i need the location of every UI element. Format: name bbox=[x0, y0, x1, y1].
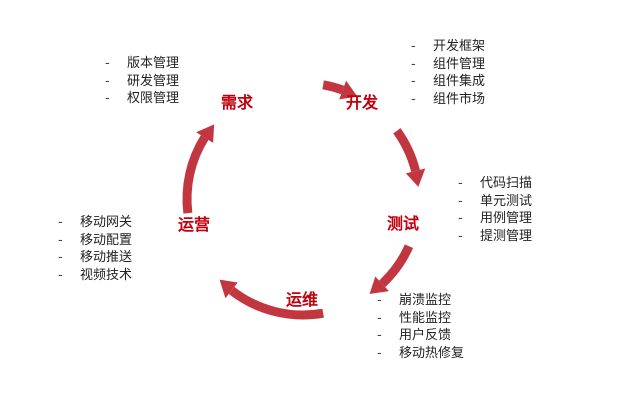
arrow-operations-to-requirements-body bbox=[182, 135, 209, 214]
list-item: 代码扫描 bbox=[458, 175, 532, 193]
stage-label-operations: 运营 bbox=[178, 215, 211, 234]
operations-item-list: 移动网关 移动配置 移动推送 视频技术 bbox=[58, 214, 132, 284]
list-item: 视频技术 bbox=[58, 267, 132, 285]
list-item: 性能监控 bbox=[377, 310, 464, 328]
list-item: 移动推送 bbox=[58, 249, 132, 267]
list-item: 崩溃监控 bbox=[377, 292, 464, 310]
arrow-operations-to-requirements-head bbox=[196, 124, 215, 143]
operations-maintenance-item-list: 崩溃监控 性能监控 用户反馈 移动热修复 bbox=[377, 292, 464, 362]
list-item: 用户反馈 bbox=[377, 327, 464, 345]
list-item: 提测管理 bbox=[458, 228, 532, 246]
list-item: 版本管理 bbox=[105, 55, 179, 73]
stage-label-testing: 测试 bbox=[387, 214, 420, 233]
arrow-operations-maintenance-to-operations-body bbox=[228, 286, 324, 320]
arrow-testing-to-operations-maintenance-body bbox=[378, 244, 414, 288]
stage-label-operations-maintenance: 运维 bbox=[286, 290, 319, 309]
list-item: 移动热修复 bbox=[377, 345, 464, 363]
arrow-testing-to-operations-maintenance-head bbox=[369, 276, 389, 295]
list-item: 权限管理 bbox=[105, 90, 179, 108]
testing-item-list: 代码扫描 单元测试 用例管理 提测管理 bbox=[458, 175, 532, 245]
list-item: 单元测试 bbox=[458, 193, 532, 211]
development-item-list: 开发框架 组件管理 组件集成 组件市场 bbox=[411, 38, 485, 108]
list-item: 组件集成 bbox=[411, 73, 485, 91]
list-item: 移动网关 bbox=[58, 214, 132, 232]
stage-label-requirements: 需求 bbox=[221, 93, 254, 112]
list-item: 移动配置 bbox=[58, 232, 132, 250]
arrow-requirements-to-development-head bbox=[339, 80, 358, 100]
list-item: 组件市场 bbox=[411, 91, 485, 109]
arrow-operations-maintenance-to-operations-head bbox=[219, 279, 238, 299]
list-item: 研发管理 bbox=[105, 73, 179, 91]
arrow-requirements-to-development-body bbox=[322, 80, 345, 95]
stage-label-development: 开发 bbox=[346, 93, 379, 112]
arrow-development-to-testing-head bbox=[405, 168, 426, 187]
arrow-development-to-testing-body bbox=[393, 128, 420, 173]
requirements-item-list: 版本管理 研发管理 权限管理 bbox=[105, 55, 179, 108]
list-item: 组件管理 bbox=[411, 56, 485, 74]
list-item: 用例管理 bbox=[458, 210, 532, 228]
list-item: 开发框架 bbox=[411, 38, 485, 56]
